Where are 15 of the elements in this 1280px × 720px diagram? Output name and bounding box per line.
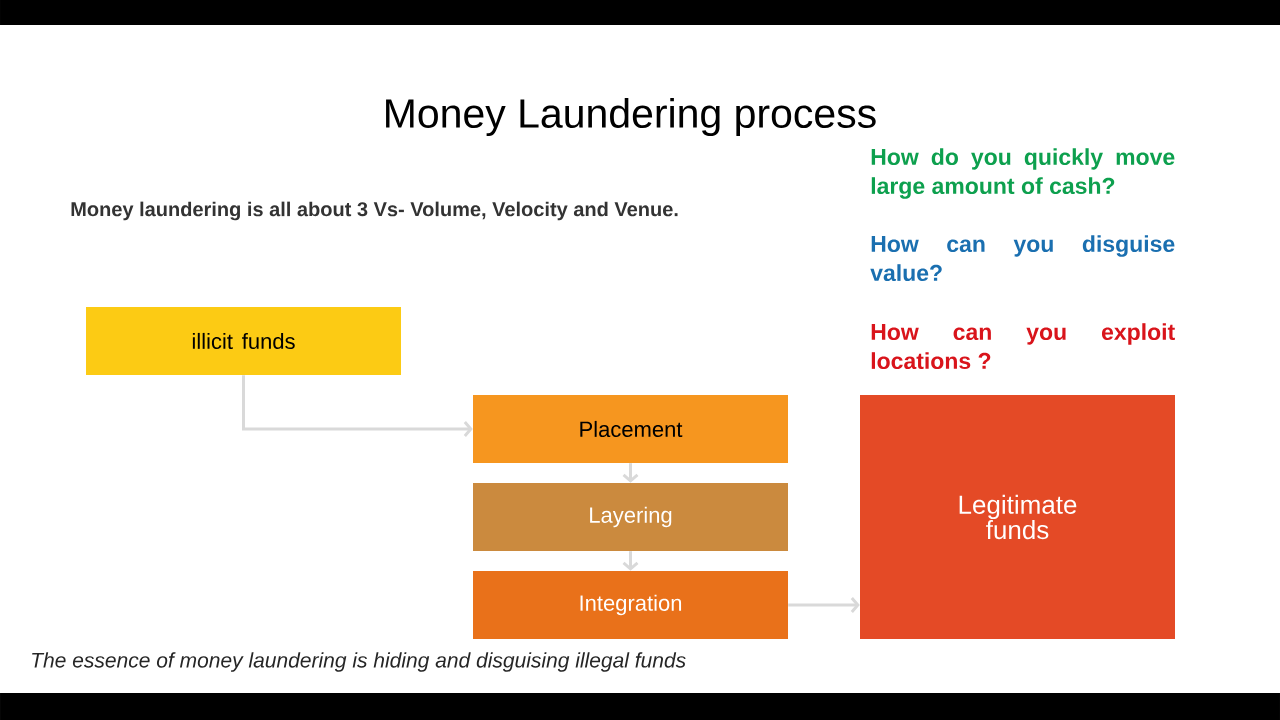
stage-box: Placement [473, 395, 788, 463]
process-box: illicit funds [86, 307, 401, 375]
arrow [622, 463, 639, 483]
arrow [242, 375, 473, 437]
question-text: How can you exploit locations ? [871, 323, 1175, 370]
question-text: How can you disguise value? [870, 235, 1175, 282]
question-text: How do you quickly move large amount of cash? [871, 148, 1175, 199]
stage-box: Integration [473, 571, 788, 639]
arrow [788, 597, 860, 613]
result-box: Legitimate funds [860, 395, 1175, 639]
subtitle: Money laundering is all about 3 Vs- Volume, Velocity and Venue. [71, 201, 678, 221]
footer-note: The essence of money laundering is hiding and disguising illegal funds [32, 652, 686, 672]
arrow [622, 551, 639, 571]
title: Money Laundering process [386, 97, 876, 137]
stage-box: Layering [473, 483, 788, 551]
